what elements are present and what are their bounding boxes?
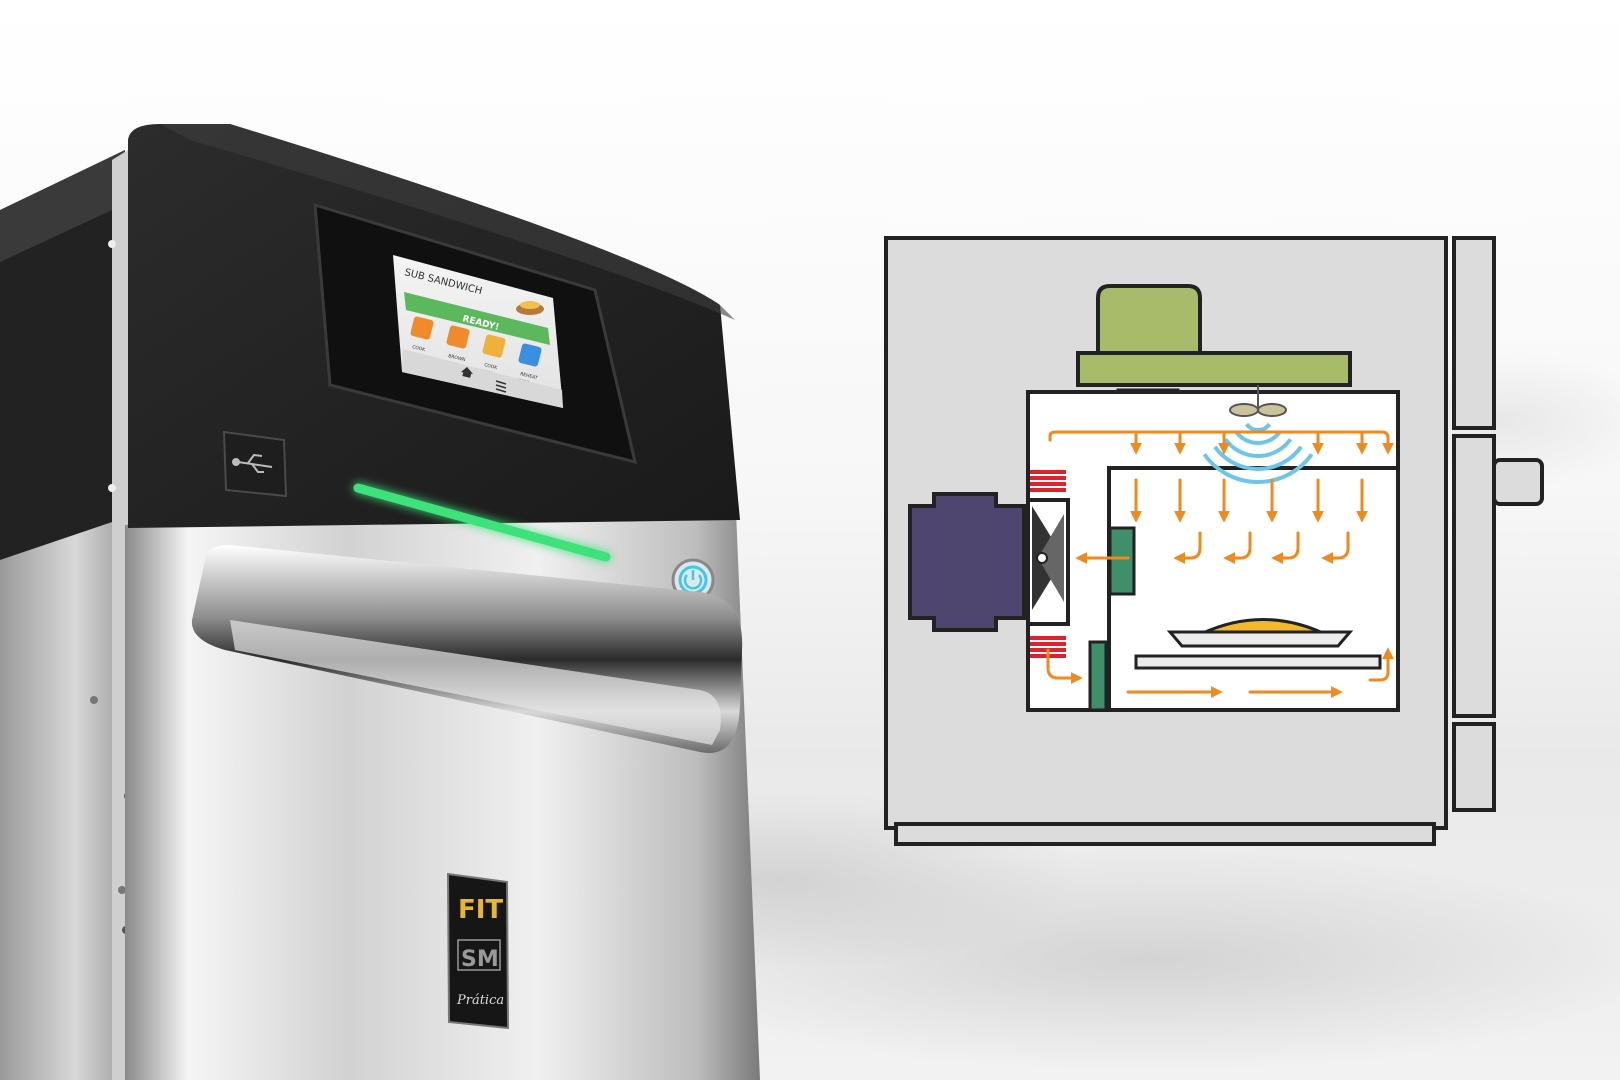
usb-icon [232, 453, 273, 473]
door-top [1452, 236, 1496, 430]
door-handle[interactable] [191, 545, 743, 754]
badge-brand: FIT [458, 895, 503, 925]
magnetron [1076, 284, 1352, 387]
airflow-arrows [1046, 430, 1394, 698]
airflow-arrow-return [1321, 531, 1350, 564]
catalyst-bottom [1088, 640, 1108, 712]
usb-port[interactable] [222, 430, 288, 498]
microwave-waves [1202, 422, 1314, 484]
cooking-chamber [1107, 466, 1400, 712]
status-indicator-light [353, 483, 611, 562]
wave-arc [1223, 438, 1293, 458]
airflow-arrow-return [1271, 531, 1300, 564]
wave-arc [1202, 453, 1314, 484]
convection-fan [1026, 498, 1070, 626]
door-middle [1452, 434, 1496, 718]
airflow-arrow-return [1223, 531, 1252, 564]
airflow-arrow-return [1173, 531, 1202, 564]
menu-icon[interactable] [495, 380, 507, 393]
door-bottom [1452, 722, 1496, 812]
catalyst-side [1108, 526, 1136, 596]
door-handle-diagram [1492, 458, 1544, 506]
badge-model: SM [461, 947, 499, 972]
status-bar [404, 292, 550, 345]
model-badge: FIT SM Prática [446, 872, 510, 1030]
power-icon [683, 570, 703, 590]
heater-1 [1030, 470, 1066, 492]
mode-button-label: COOK [412, 344, 427, 353]
wave-arc [1234, 430, 1282, 445]
badge-maker: Prática [456, 993, 504, 1008]
mode-stirrer [1229, 385, 1287, 417]
home-icon[interactable] [461, 367, 473, 378]
mode-button-label: BROWN [448, 353, 467, 363]
mode-button-label: REHEAT [520, 371, 539, 381]
airflow-diagram [884, 236, 1544, 846]
airflow-top-line [1048, 430, 1394, 455]
airflow-arrow-up [1368, 647, 1394, 682]
food-plate [1166, 618, 1354, 648]
fan-motor [908, 492, 1026, 632]
mode-button-label: COOK [484, 362, 499, 371]
wave-arc [1244, 422, 1272, 432]
airflow-arrow-bottom-left [1046, 648, 1083, 684]
wave-arc [1213, 445, 1303, 471]
rack [1134, 654, 1382, 670]
